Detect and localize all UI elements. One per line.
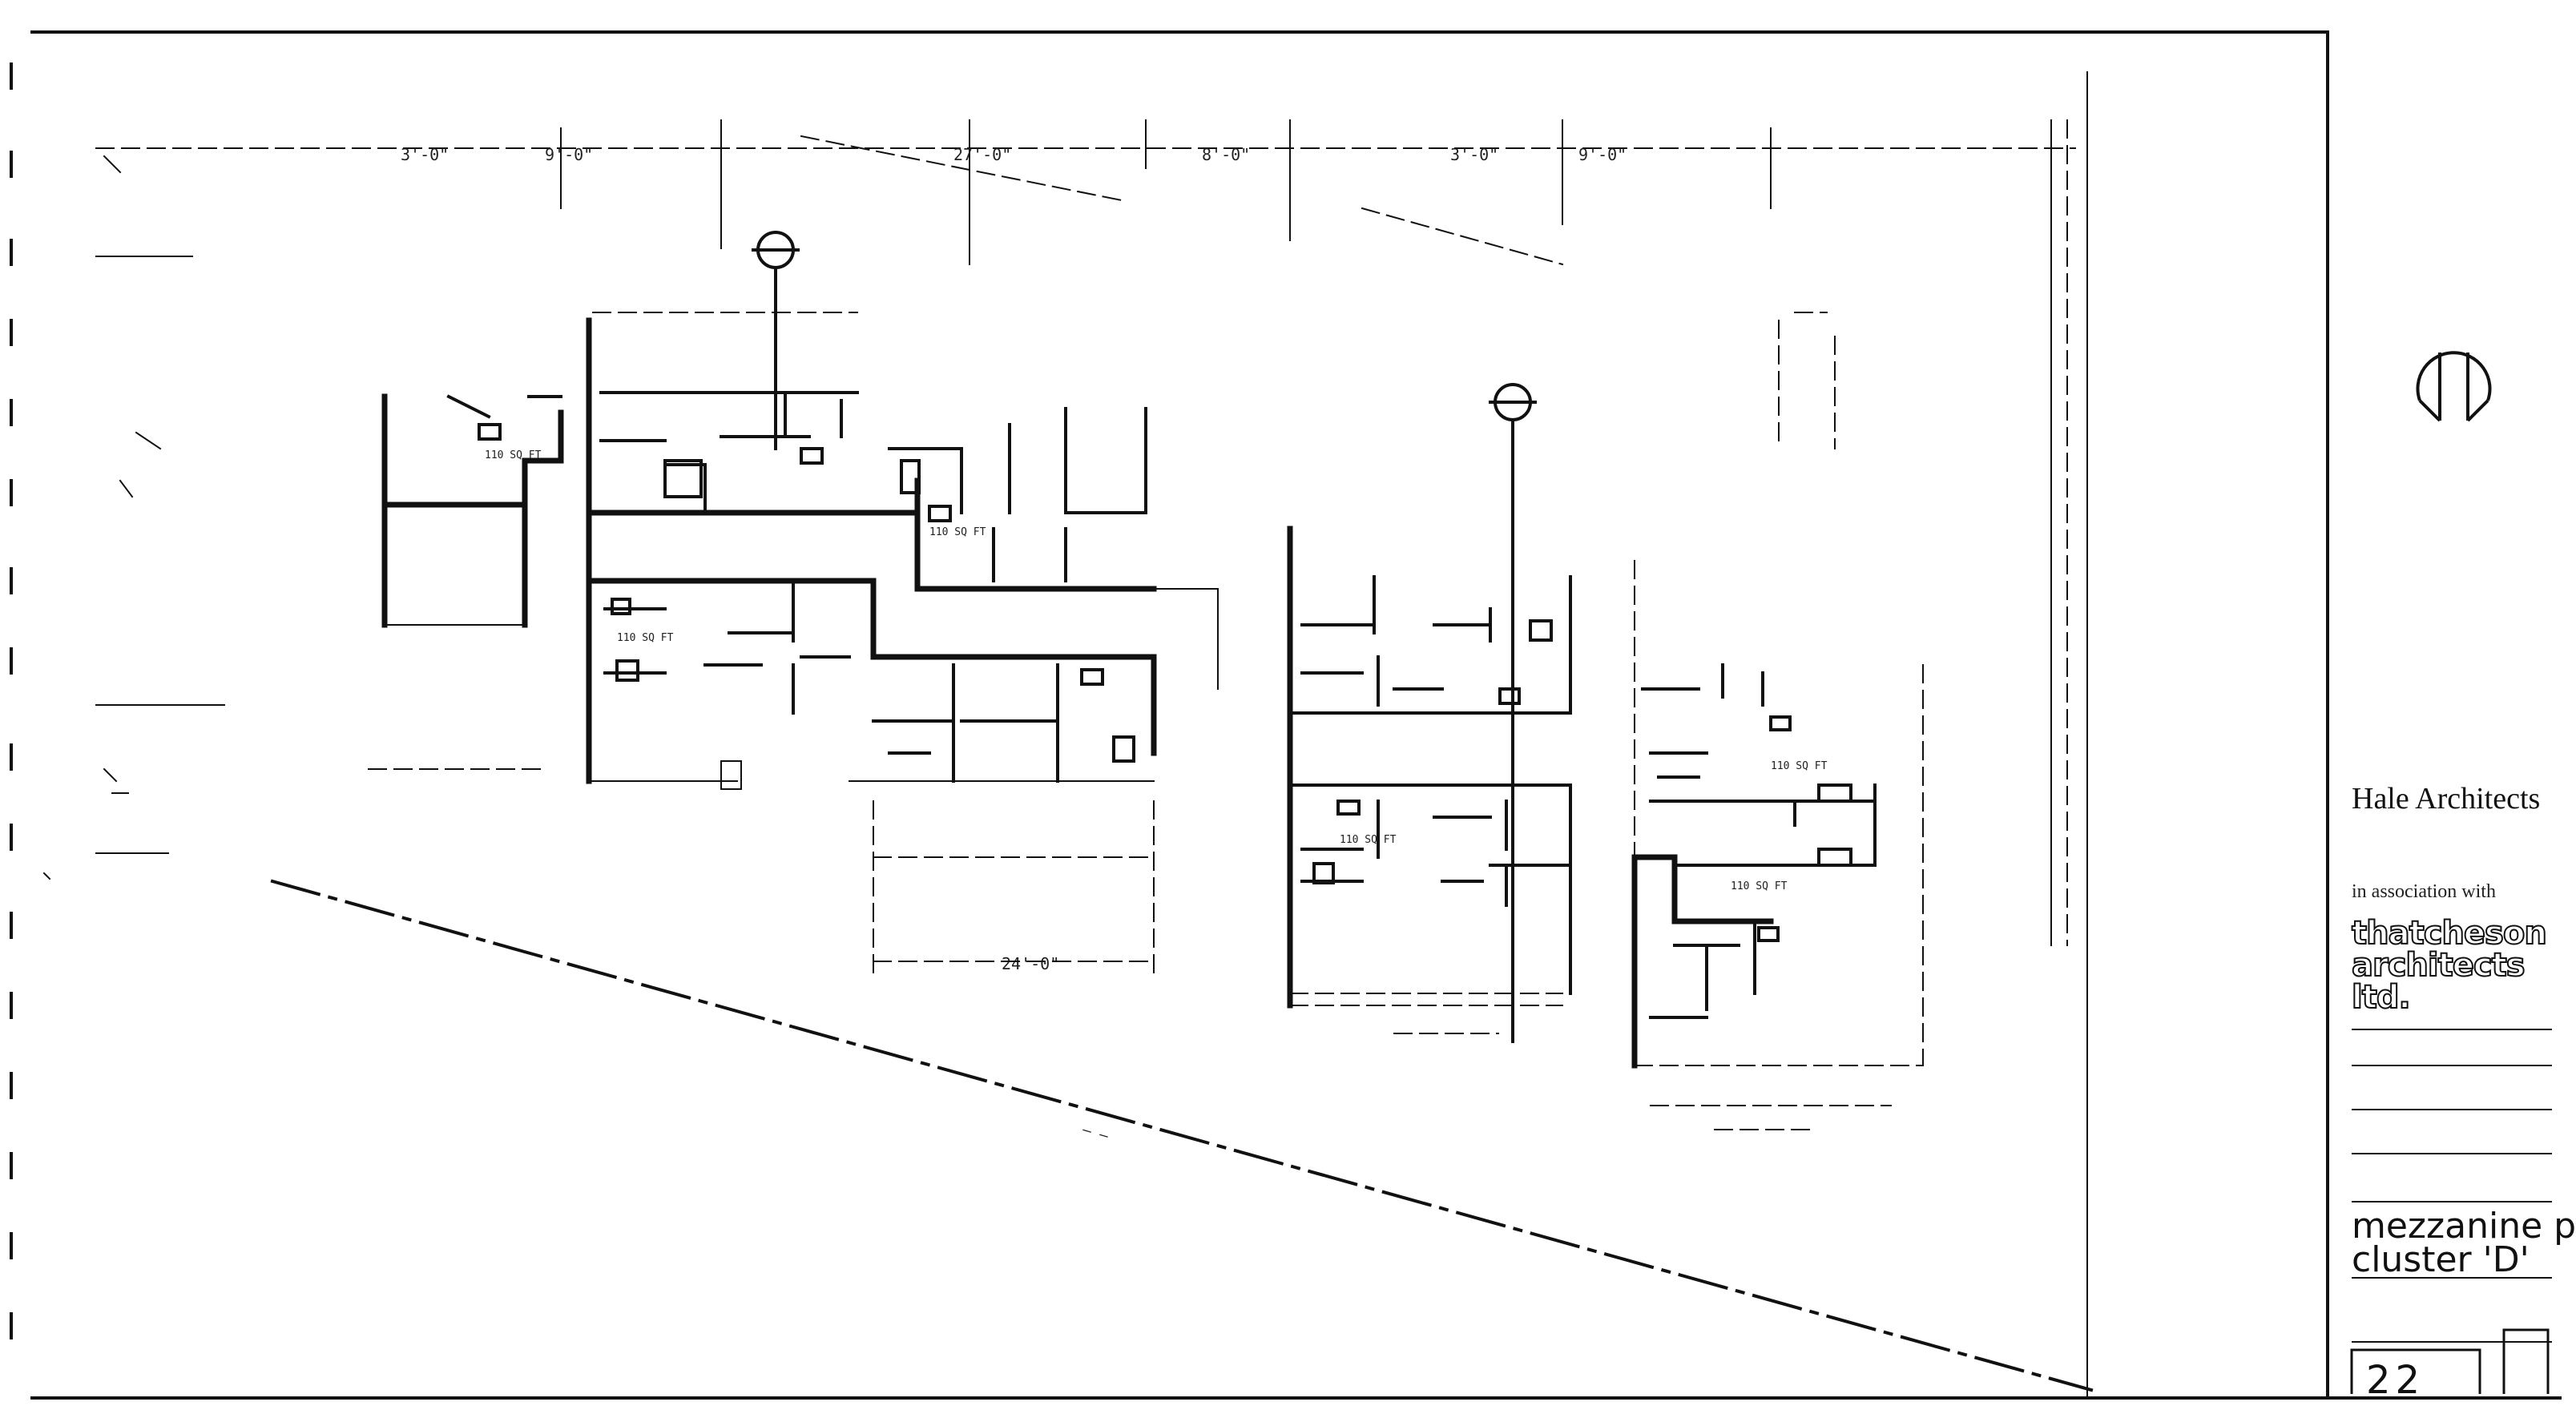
- dimension-lines: [95, 119, 2076, 946]
- unit-block-b: 110 SQ FT 110 SQ FT: [368, 312, 1219, 978]
- area-tag: 110 SQ FT: [1731, 880, 1788, 892]
- property-line-label: — —: [1081, 1122, 1111, 1145]
- area-tag: 110 SQ FT: [1340, 834, 1397, 846]
- title-block-rules: [2350, 1029, 2552, 1394]
- unit-block-a: 110 SQ FT: [381, 393, 564, 628]
- sheet-number: 22: [2366, 1358, 2425, 1403]
- title-block: Hale Architects in association with that…: [2344, 32, 2576, 1403]
- dimension-label: 9'-0": [545, 145, 593, 164]
- dimension-label: 8'-0": [1202, 145, 1250, 164]
- associate-firm-name: thatcheson architects ltd.: [2351, 915, 2548, 1016]
- unit-block-c: 110 SQ FT: [1287, 526, 1572, 1034]
- firm-name: Hale Architects: [2352, 782, 2541, 816]
- section-marker-icon: [1489, 383, 1537, 1043]
- hale-architects-logo: [2416, 351, 2492, 422]
- area-tag: 110 SQ FT: [1771, 760, 1828, 772]
- annotation-marks: [42, 155, 162, 880]
- dimension-label: 9'-0": [1578, 145, 1627, 164]
- dimension-label: 3'-0": [401, 145, 449, 164]
- drawing-title-line1: mezzanine pla: [2352, 1206, 2576, 1247]
- dimension-label: 24'-0": [1002, 954, 1059, 973]
- dimension-label: 3'-0": [1450, 145, 1498, 164]
- dimension-labels: 3'-0" 9'-0" 27'-0" 8'-0" 3'-0" 9'-0" 24'…: [401, 145, 1627, 973]
- association-text: in association with: [2352, 881, 2496, 902]
- property-line: [270, 879, 2094, 1392]
- area-tag: 110 SQ FT: [485, 449, 542, 461]
- section-marker-icon: [752, 231, 800, 450]
- sheet-border: [10, 30, 2562, 1400]
- unit-block-d: 110 SQ FT 110 SQ FT: [1631, 312, 1924, 1130]
- area-tag: 110 SQ FT: [617, 632, 674, 644]
- dimension-label: 27'-0": [953, 145, 1011, 164]
- drawing-title: mezzanine pla cluster 'D': [2352, 1206, 2576, 1280]
- area-tag: 110 SQ FT: [929, 526, 986, 538]
- drawing-title-line2: cluster 'D': [2352, 1239, 2530, 1280]
